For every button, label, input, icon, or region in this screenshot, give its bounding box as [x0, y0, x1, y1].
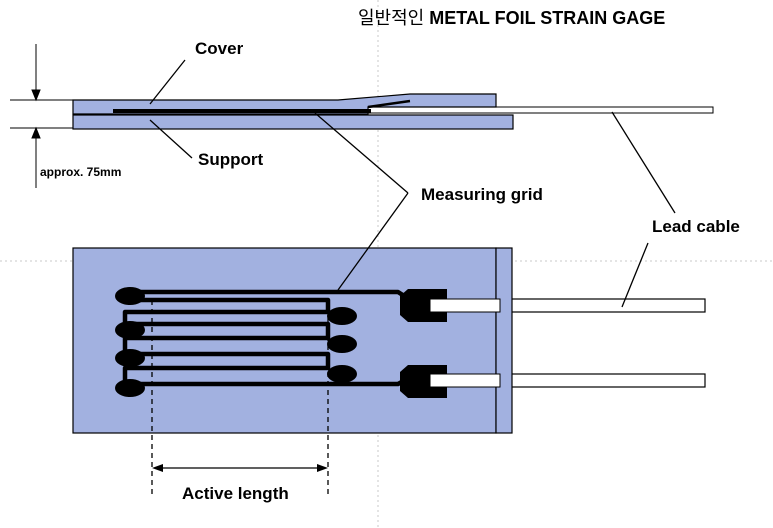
side-view [10, 44, 714, 188]
side-support-layer [72, 114, 514, 130]
grid-end-loop [327, 365, 357, 383]
active-length-markers [151, 300, 329, 498]
top-lead-cable-upper [499, 298, 706, 313]
grid-end-loop [115, 321, 145, 339]
grid-end-loop [115, 379, 145, 397]
title-korean: 일반적인 [358, 8, 425, 29]
leader-lines [149, 59, 676, 308]
support-label: Support [198, 150, 264, 169]
side-foil-lead-tab [367, 99, 411, 109]
cover-leader-line [149, 59, 186, 105]
top-lead-cable-lower [499, 373, 706, 388]
measuring-grid [115, 287, 501, 398]
active-length-left-arrow [152, 464, 163, 472]
gage-carrier [72, 247, 497, 434]
grid-leader-line-side [314, 112, 409, 194]
support-leader-line [149, 119, 193, 159]
side-lead-cable [367, 106, 714, 114]
grid-end-loop [327, 307, 357, 325]
cover-label: Cover [195, 39, 244, 58]
lead-wire-end-lower [429, 373, 501, 388]
lead-leader-line-top [621, 242, 649, 308]
active-length-right-arrow [317, 464, 328, 472]
grid-end-loop [115, 287, 145, 305]
side-measuring-grid-foil [113, 109, 371, 113]
grid-end-loop [115, 349, 145, 367]
lead-cable-label: Lead cable [652, 217, 740, 236]
cable-clamp-strip [495, 247, 513, 434]
thickness-label: approx. 75mm [40, 165, 122, 179]
lead-wire-end-upper [429, 298, 501, 313]
grid-leader-line-top [337, 192, 409, 291]
title-english: METAL FOIL STRAIN GAGE [429, 8, 666, 28]
active-length-label: Active length [182, 484, 289, 503]
thickness-dimension [10, 44, 73, 188]
grid-end-loop [327, 335, 357, 353]
lead-leader-line-side [611, 111, 676, 214]
dimension-bottom-arrowhead [31, 126, 41, 139]
measuring-grid-label: Measuring grid [421, 185, 543, 204]
dimension-top-arrowhead [31, 89, 41, 102]
diagram-title: 일반적인 METAL FOIL STRAIN GAGE [358, 9, 665, 28]
top-view [72, 247, 706, 498]
